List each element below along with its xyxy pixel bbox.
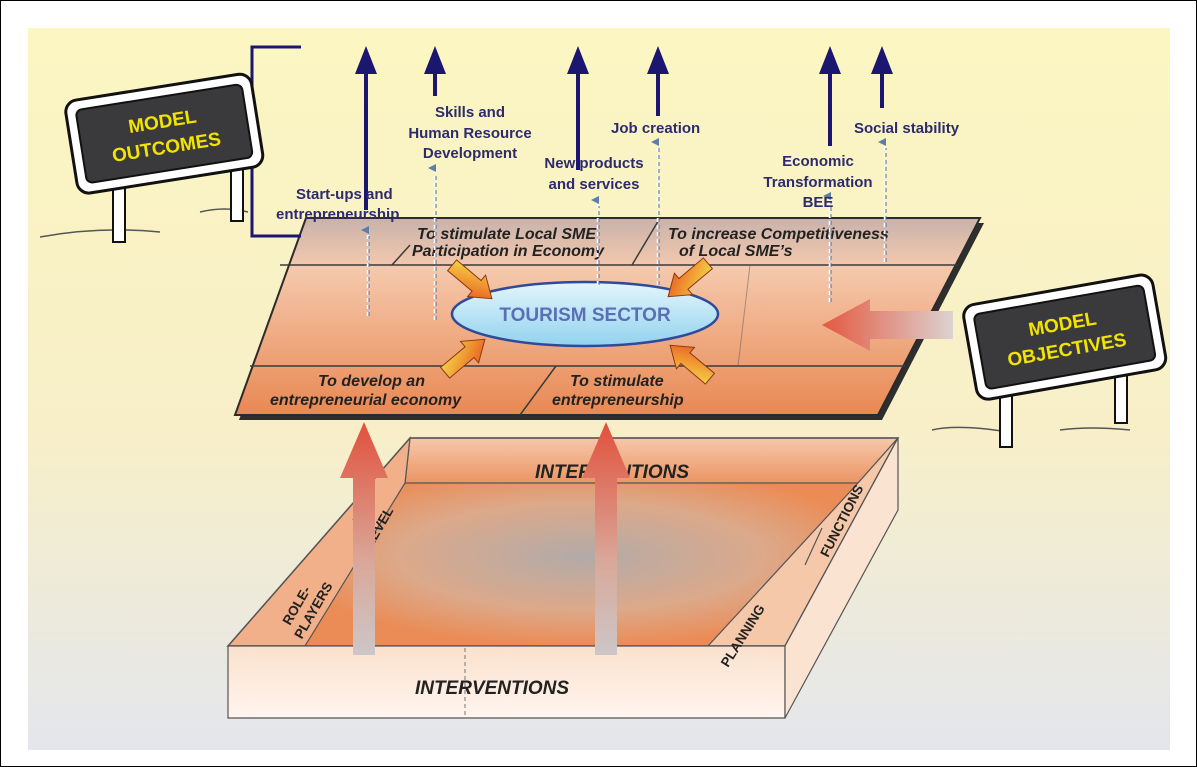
outcome-economic-line3: BEE <box>803 194 834 211</box>
objective-competitiveness-line1: To increase Competitiveness <box>668 226 889 243</box>
objective-competitiveness-line2: of Local SME’s <box>679 243 793 260</box>
objective-stimulate-ent-line2: entrepreneurship <box>552 392 684 409</box>
objectives-pointer-arrow <box>822 299 953 351</box>
dashed-connectors <box>361 138 887 320</box>
hub-input-arrows <box>439 257 716 385</box>
outcome-startups-line1: Start-ups and <box>296 186 393 203</box>
objective-develop-line1: To develop an <box>318 373 425 390</box>
box-up-arrow-left <box>340 422 388 655</box>
outcome-skills-line2: Human Resource <box>408 125 531 142</box>
objective-stimulate-ent-line1: To stimulate <box>570 373 664 390</box>
outcome-social-line1: Social stability <box>854 120 960 137</box>
interventions-front-label: INTERVENTIONS <box>415 678 569 699</box>
outcome-products-line1: New products <box>544 155 643 172</box>
outcome-jobs-line1: Job creation <box>611 120 700 137</box>
tourism-sector-hub <box>450 280 720 348</box>
tourism-sector-label: TOURISM SECTOR <box>499 305 671 326</box>
interventions-box <box>226 436 900 719</box>
box-up-arrow-right <box>582 422 630 655</box>
outcome-skills-line1: Skills and <box>435 104 505 121</box>
objective-stimulate-local-line2: Participation in Economy <box>412 243 605 260</box>
outcome-startups-line2: entrepreneurship <box>276 206 399 223</box>
objective-develop-line2: entrepreneurial economy <box>270 392 462 409</box>
outcome-arrows <box>355 46 893 210</box>
outcome-economic-line2: Transformation <box>763 174 872 191</box>
model-outcomes-sign: MODEL OUTCOMES <box>39 72 265 243</box>
model-objectives-sign: MODEL OBJECTIVES <box>931 273 1168 448</box>
dashed-connector-shadows <box>368 148 887 320</box>
outcome-economic-line1: Economic <box>782 153 854 170</box>
outcome-products-line2: and services <box>549 176 640 193</box>
objective-stimulate-local-line1: To stimulate Local SME <box>417 226 597 243</box>
outcome-skills-line3: Development <box>423 145 517 162</box>
